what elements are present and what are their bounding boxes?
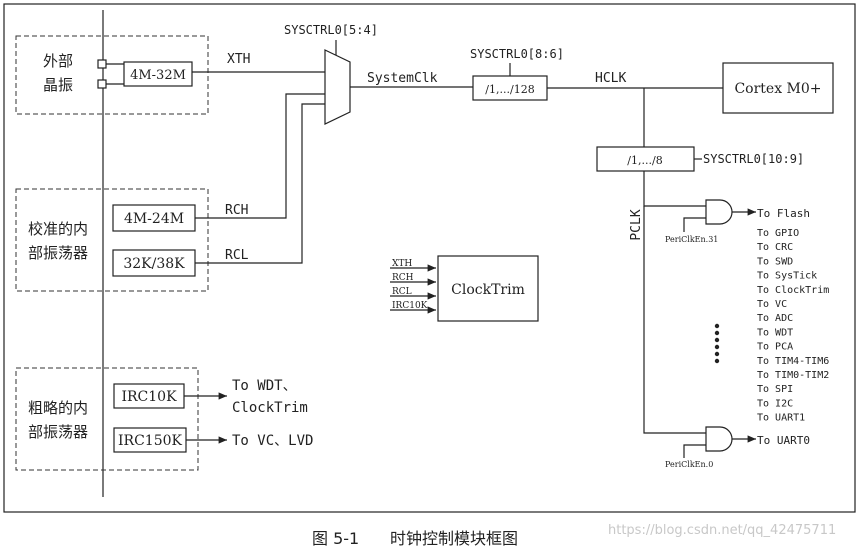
peripheral-item: To WDT — [757, 327, 793, 338]
irc150k-label: IRC150K — [118, 433, 183, 449]
rch-wire — [195, 93, 325, 219]
hclk-divider — [472, 75, 548, 101]
irc10k-box — [113, 383, 185, 409]
peripheral-uart0: To UART0 — [757, 434, 810, 447]
clocktrim-input-label: IRC10K — [392, 301, 428, 311]
peripheral-list: To Flash To GPIO To CRC To SWD To SysTick To … — [757, 207, 829, 424]
peripheral-item: To PCA — [757, 342, 793, 353]
peripheral-item: To VC — [757, 299, 787, 310]
clocktrim-label: ClockTrim — [451, 282, 525, 298]
internal-osc-label-2: 部振荡器 — [28, 244, 88, 262]
rcl-osc-box — [112, 249, 196, 277]
external-osc-label-2: 晶振 — [43, 76, 73, 94]
figure-title: 时钟控制模块框图 — [390, 529, 518, 548]
pclk-label: PCLK — [629, 209, 644, 240]
and-gate-top — [705, 199, 733, 225]
peripheral-item: To ClockTrim — [757, 285, 829, 296]
watermark: https://blog.csdn.net/qq_42475711 — [608, 523, 836, 538]
peripheral-item: To ADC — [757, 313, 793, 324]
mux-ctrl-label: SYSCTRL0[5:4] — [284, 23, 378, 37]
internal-osc-group — [15, 188, 209, 292]
external-osc-group — [15, 35, 209, 115]
peripheral-item: To GPIO — [757, 228, 799, 239]
rough-osc-group — [15, 367, 199, 471]
hclk-div-label: /1,.../128 — [485, 83, 534, 96]
hclk-label: HCLK — [595, 71, 626, 86]
rch-freq: 4M-24M — [124, 211, 184, 227]
xth-signal-label: XTH — [227, 52, 250, 67]
clocktrim-input-label: RCL — [392, 287, 412, 297]
enable-top-label: PeriClkEn.31 — [665, 235, 718, 244]
rch-osc-box — [112, 204, 196, 232]
irc10k-target-2: ClockTrim — [232, 400, 308, 416]
cortex-label: Cortex M0+ — [734, 81, 821, 97]
xth-freq: 4M-32M — [130, 68, 186, 83]
clocktrim-input-label: XTH — [392, 259, 412, 269]
external-osc-label-1: 外部 — [43, 52, 73, 70]
peripheral-item: To TIM0-TIM2 — [757, 370, 829, 381]
irc150k-target: To VC、LVD — [232, 433, 313, 449]
peripheral-item: To I2C — [757, 398, 793, 409]
pclk-div-label: /1,.../8 — [627, 154, 662, 167]
xth-osc-box — [123, 61, 193, 87]
internal-osc-label-1: 校准的内 — [28, 220, 88, 238]
xtal-pin-1 — [97, 59, 107, 69]
peripheral-item: To TIM4-TIM6 — [757, 356, 829, 367]
cortex-m0-box — [722, 62, 834, 114]
rcl-wire — [195, 103, 325, 264]
irc10k-target-1: To WDT、 — [232, 378, 297, 394]
systemclk-label: SystemClk — [367, 71, 438, 86]
clock-mux — [324, 49, 351, 125]
rch-signal-label: RCH — [225, 203, 248, 218]
rough-osc-label-2: 部振荡器 — [28, 423, 88, 441]
clocktrim-box — [437, 255, 539, 322]
pclk-div-ctrl: SYSCTRL0[10:9] — [703, 152, 804, 166]
peripheral-item: To UART1 — [757, 413, 805, 424]
pclk-bus-bottom — [643, 206, 706, 434]
ellipsis-dots — [714, 323, 720, 364]
peripheral-item: To Flash — [757, 207, 810, 220]
pclk-divider — [596, 146, 695, 172]
enable-bottom-label: PeriClkEn.0 — [665, 460, 713, 469]
hclk-div-ctrl: SYSCTRL0[8:6] — [470, 47, 564, 61]
irc10k-label: IRC10K — [121, 389, 177, 405]
peripheral-item: To SWD — [757, 256, 793, 267]
peripheral-item: To CRC — [757, 242, 793, 253]
outer-frame — [3, 3, 856, 513]
figure-number: 图 5-1 — [312, 529, 359, 548]
rcl-freq: 32K/38K — [123, 256, 185, 272]
peripheral-item: To SPI — [757, 384, 793, 395]
and-gate-bottom — [705, 426, 733, 452]
rough-osc-label-1: 粗略的内 — [28, 399, 88, 417]
peripheral-item: To SysTick — [757, 271, 817, 282]
irc150k-box — [113, 427, 187, 453]
rcl-signal-label: RCL — [225, 248, 249, 263]
clocktrim-inputs: XTH RCH RCL IRC10K — [390, 259, 436, 314]
xtal-pin-2 — [97, 79, 107, 89]
pclk-bus-top — [643, 171, 706, 207]
clocktrim-input-label: RCH — [392, 273, 414, 283]
